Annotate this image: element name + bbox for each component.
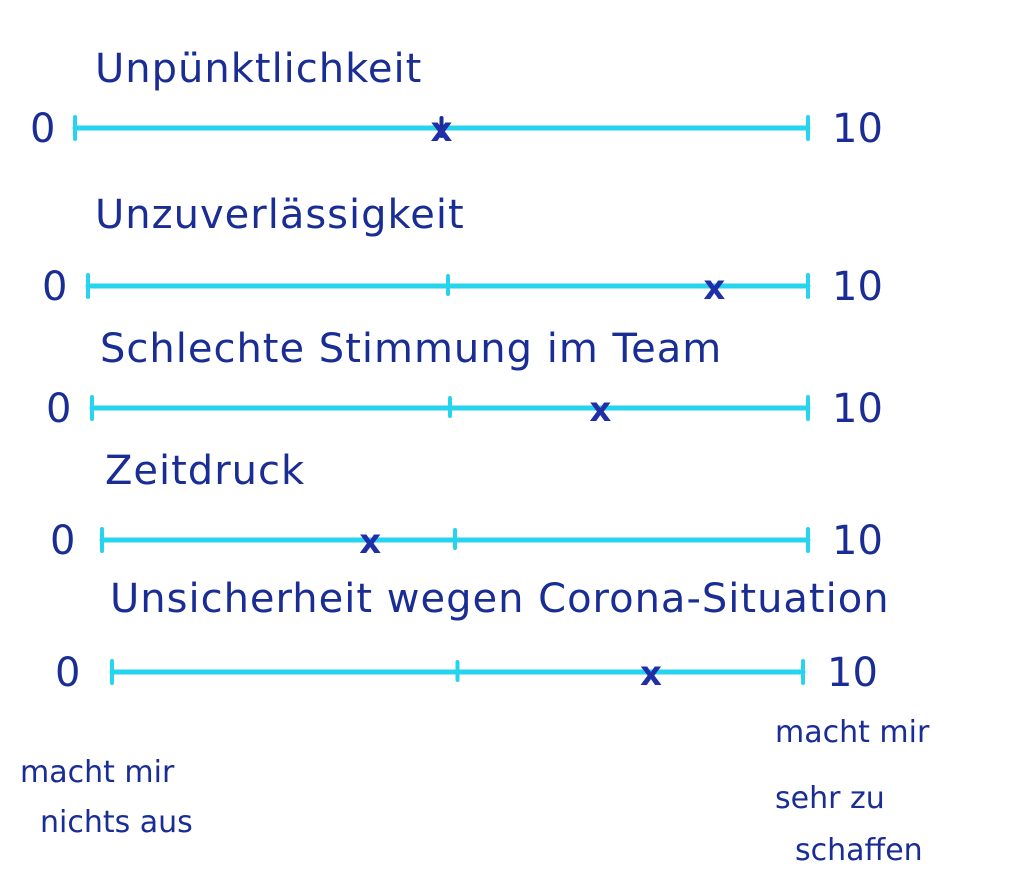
scale-row: Schlechte Stimmung im Team 0 10 x — [46, 326, 883, 432]
scale-title: Zeitdruck — [105, 448, 305, 494]
legend-high-line-2: sehr zu — [775, 781, 885, 816]
rating-mark: x — [589, 390, 611, 430]
legend-low-line-2: nichts aus — [40, 805, 193, 840]
rating-mark: x — [640, 654, 662, 694]
scale-max-label: 10 — [832, 518, 883, 564]
rating-mark: x — [431, 110, 453, 150]
scale-min-label: 0 — [55, 650, 80, 696]
scale-row: Unsicherheit wegen Corona-Situation 0 10 x — [55, 576, 890, 696]
scale-min-label: 0 — [46, 386, 71, 432]
scale-title: Unzuverlässigkeit — [95, 192, 465, 238]
scale-max-label: 10 — [832, 386, 883, 432]
scale-title: Schlechte Stimmung im Team — [100, 326, 722, 372]
scale-min-label: 0 — [42, 264, 67, 310]
scale-min-label: 0 — [50, 518, 75, 564]
legend-low-line-1: macht mir — [20, 755, 175, 790]
legend-high-line-3: schaffen — [795, 833, 923, 868]
scale-row: Unzuverlässigkeit 0 10 x — [42, 192, 883, 310]
scale-max-label: 10 — [832, 264, 883, 310]
scale-row: Unpünktlichkeit 0 10 x — [30, 46, 883, 152]
scale-max-label: 10 — [827, 650, 878, 696]
rating-mark: x — [703, 268, 725, 308]
legend-low: macht mir nichts aus — [20, 755, 193, 840]
rating-mark: x — [359, 522, 381, 562]
scale-max-label: 10 — [832, 106, 883, 152]
scale-title: Unpünktlichkeit — [95, 46, 422, 92]
scale-title: Unsicherheit wegen Corona-Situation — [110, 576, 890, 622]
legend-high: macht mir sehr zu schaffen — [775, 715, 930, 868]
scale-min-label: 0 — [30, 106, 55, 152]
legend-high-line-1: macht mir — [775, 715, 930, 750]
scale-row: Zeitdruck 0 10 x — [50, 448, 883, 564]
